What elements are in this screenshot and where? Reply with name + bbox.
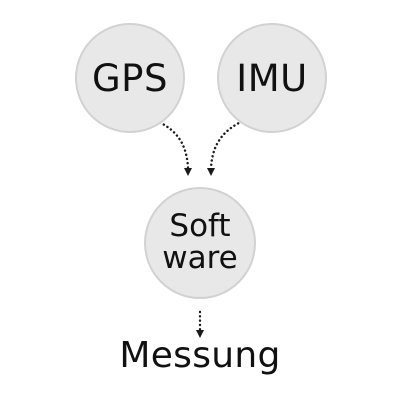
- arrowhead-software-output: [196, 330, 204, 338]
- arrowhead-gps-software: [184, 168, 192, 176]
- software-node: Soft ware: [144, 187, 256, 299]
- software-label-line2: ware: [162, 240, 238, 276]
- software-label: Soft ware: [162, 211, 238, 274]
- gps-node: GPS: [75, 23, 185, 133]
- output-label: Messung: [119, 335, 281, 376]
- imu-node: IMU: [217, 23, 327, 133]
- imu-label: IMU: [236, 56, 308, 100]
- arrowhead-imu-software: [207, 168, 215, 176]
- gps-label: GPS: [92, 56, 168, 100]
- software-label-line1: Soft: [169, 208, 231, 245]
